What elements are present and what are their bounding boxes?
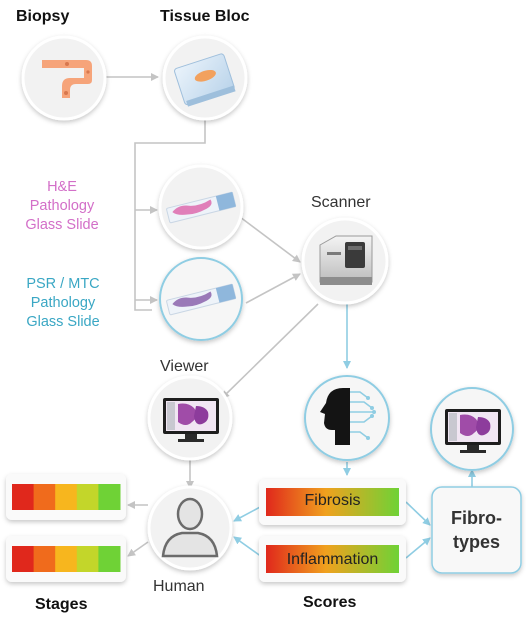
psr-label-line2: Pathology <box>30 295 96 311</box>
inflammation-score-bar <box>259 536 406 582</box>
psr-label-line1: PSR / MTC <box>26 276 100 292</box>
human-label: Human <box>153 578 205 595</box>
inflammation-label: Inflammation <box>286 551 379 568</box>
stage-segment <box>98 484 121 510</box>
biopsy-label: Biopsy <box>16 8 70 25</box>
he-label-line3: Glass Slide <box>25 217 99 233</box>
stage-segment <box>12 484 35 510</box>
fibrotypes-line2: types <box>452 532 501 552</box>
scores-label: Scores <box>303 594 357 611</box>
stages-label: Stages <box>35 596 88 613</box>
stage-segment <box>76 546 99 572</box>
monitor-icon <box>163 398 219 442</box>
tissue-block-icon <box>174 53 236 107</box>
stage-bar-bottom <box>6 536 126 582</box>
gray-connectors <box>105 73 319 557</box>
he-slide-label: H&E Pathology Glass Slide <box>22 178 102 235</box>
viewer-node <box>147 375 233 461</box>
stage-segment <box>12 546 35 572</box>
fibrotypes-monitor-node <box>430 387 514 471</box>
he-label-line1: H&E <box>47 179 77 195</box>
blue-connectors <box>233 304 476 559</box>
intestine-icon <box>42 60 92 98</box>
psr-slide-node <box>159 257 243 341</box>
stage-segment <box>98 546 121 572</box>
fibrotypes-line1: Fibro- <box>451 508 502 528</box>
scanner-node <box>301 217 389 305</box>
stage-segment <box>33 546 56 572</box>
stage-segment <box>33 484 56 510</box>
pink-slide-icon <box>166 191 237 224</box>
user-avatar-icon <box>161 497 219 558</box>
fibrotypes-label: Fibro- types <box>432 506 521 554</box>
psr-slide-label: PSR / MTC Pathology Glass Slide <box>18 275 108 332</box>
stage-segment <box>76 484 99 510</box>
scanner-label: Scanner <box>311 194 371 211</box>
stage-segment <box>55 546 78 572</box>
monitor-icon <box>445 409 501 453</box>
fibrotypes-box <box>431 486 522 574</box>
human-node <box>147 485 233 571</box>
tissue-bloc-node <box>162 35 248 121</box>
stage-segment <box>55 484 78 510</box>
ai-node <box>304 375 390 461</box>
stage-bar-top <box>6 474 126 520</box>
fibrosis-label: Fibrosis <box>304 492 361 509</box>
psr-label-line3: Glass Slide <box>26 314 100 330</box>
he-label-line2: Pathology <box>29 198 95 214</box>
he-slide-node <box>158 164 244 250</box>
viewer-label: Viewer <box>160 358 209 375</box>
tissue-bloc-label: Tissue Bloc <box>160 8 250 25</box>
slide-scanner-icon <box>319 235 373 285</box>
purple-slide-icon <box>166 283 237 316</box>
biopsy-node <box>21 35 107 121</box>
fibrosis-score-bar <box>259 479 406 525</box>
ai-head-icon <box>320 388 376 445</box>
